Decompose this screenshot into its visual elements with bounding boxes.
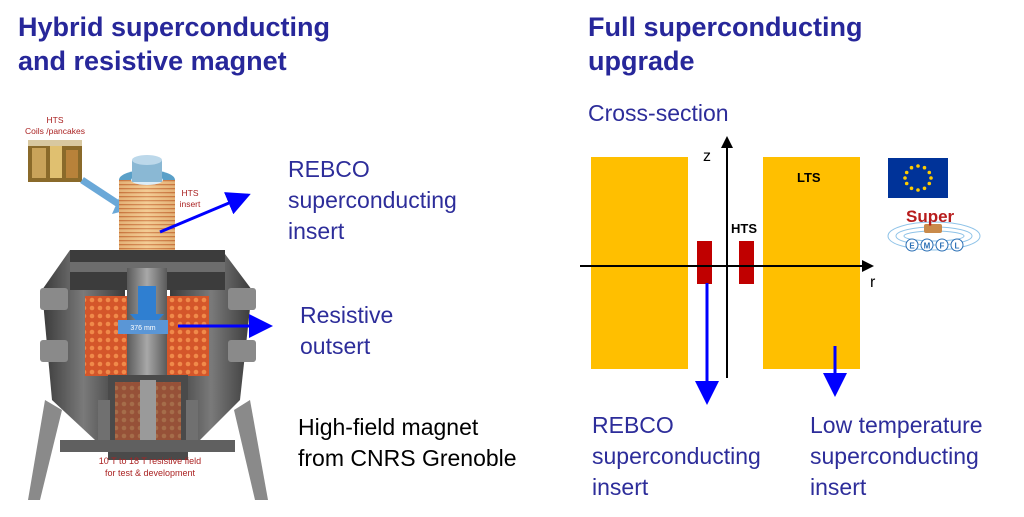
hts-insert-label-line2: insert: [180, 199, 201, 209]
rebco-insert-arrow: [159, 192, 251, 234]
hts-coil-right: [739, 241, 754, 284]
resistive-outsert-label: Resistive outsert: [300, 302, 394, 359]
logo-letter-circle: [905, 238, 919, 252]
field-label-line1: 10 T to 18 T resistive field: [99, 456, 201, 466]
cross-section-title: Cross-section: [588, 100, 729, 126]
rebco-insert-right-label: REBCO superconducting insert: [592, 412, 761, 500]
z-axis-label: z: [703, 148, 711, 165]
field-label-line2: for test & development: [105, 468, 196, 478]
logo-letter-circle: [935, 238, 949, 252]
support-leg-right: [234, 400, 268, 500]
lts-label: LTS: [797, 170, 821, 185]
logo-letter-circle: [920, 238, 934, 252]
bore-label: 376 mm: [130, 325, 155, 332]
hts-coil-left: [697, 241, 712, 284]
logo-letter-m: M: [924, 242, 931, 251]
logo-letter-circle: [950, 238, 964, 252]
right-title: Full superconducting upgrade: [588, 12, 863, 76]
r-axis-label: r: [870, 274, 876, 291]
logo-letter-e: E: [909, 242, 915, 251]
hts-pointer-arrow: [80, 177, 122, 208]
eu-flag-icon: [888, 158, 948, 198]
logo-letter-f: F: [940, 242, 945, 251]
lts-coil-right: [763, 157, 860, 369]
resistive-coil-right: [167, 296, 209, 376]
hts-coils-label-line2: Coils /pancakes: [25, 126, 85, 136]
rebco-insert-left-label: REBCO superconducting insert: [288, 156, 457, 244]
logo-super-text: Super: [906, 207, 955, 226]
hts-insert-label-line1: HTS: [182, 188, 199, 198]
cross-section-diagram: z r LTS HTS: [580, 136, 876, 405]
left-title: Hybrid superconducting and resistive mag…: [18, 12, 331, 76]
lts-coil-left: [591, 157, 688, 369]
resistive-coil-left: [85, 296, 127, 376]
support-leg-left: [28, 400, 62, 500]
logo-letter-l: L: [955, 242, 960, 251]
hts-coils-label-line1: HTS: [47, 115, 64, 125]
magnet-illustration: 376 mm 10 T to 18 T resistive field for …: [25, 115, 268, 500]
high-field-magnet-caption: High-field magnet from CNRS Grenoble: [298, 414, 517, 471]
lts-insert-right-label: Low temperature superconducting insert: [810, 412, 983, 500]
hts-label: HTS: [731, 221, 757, 236]
